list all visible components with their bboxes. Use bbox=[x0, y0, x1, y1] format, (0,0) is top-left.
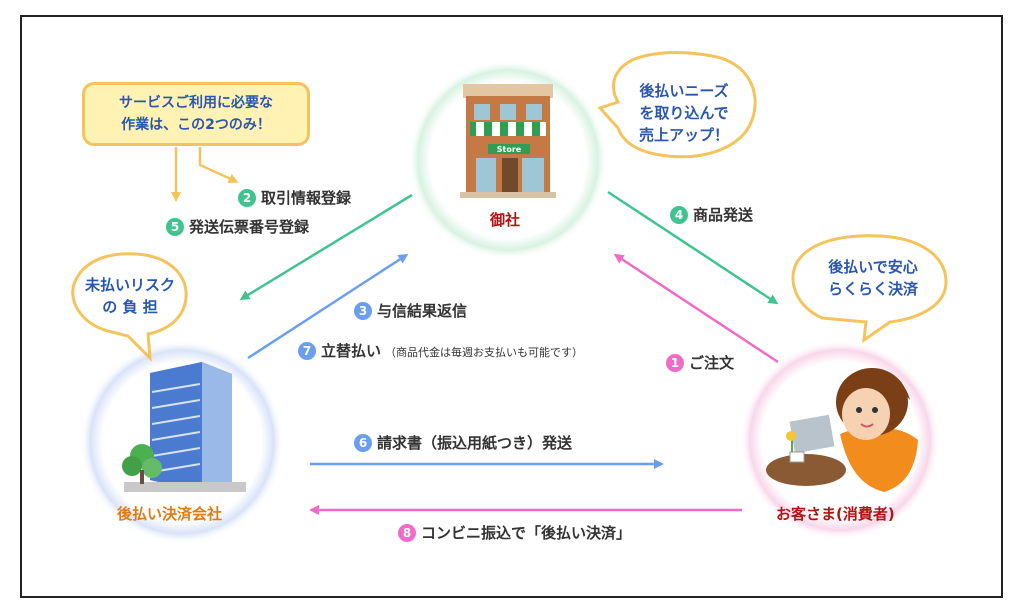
step-3-label: 3 与信結果返信 bbox=[354, 300, 467, 321]
note-line2: 作業は、この2つのみ！ bbox=[121, 117, 271, 133]
woman-at-laptop-icon bbox=[766, 368, 918, 492]
merchant-bubble-line2: を取り込んで bbox=[639, 104, 729, 122]
customer-bubble-text: 後払いで安心 らくらく決済 bbox=[818, 256, 928, 300]
merchant-bubble-text: 後払いニーズ を取り込んで 売上アップ！ bbox=[634, 80, 734, 146]
step-6-number: 6 bbox=[354, 434, 372, 452]
step-6-label: 6 請求書（振込用紙つき）発送 bbox=[354, 432, 572, 453]
step-1-number: 1 bbox=[666, 354, 684, 372]
step-4-number: 4 bbox=[670, 206, 688, 224]
step-3-number: 3 bbox=[354, 302, 372, 320]
payment-bubble-line2: の 負 担 bbox=[102, 298, 158, 316]
step-5-number: 5 bbox=[166, 218, 184, 236]
step-5-text: 発送伝票番号登録 bbox=[189, 218, 310, 236]
step-7-note: （商品代金は毎週お支払いも可能です） bbox=[385, 346, 584, 359]
arrow-trade-registration bbox=[239, 193, 413, 301]
note-line1: サービスご利用に必要な bbox=[119, 95, 273, 111]
arrow-credit-result bbox=[247, 253, 409, 360]
step-4-text: 商品発送 bbox=[693, 206, 754, 224]
payment-company-label: 後払い決済会社 bbox=[117, 505, 223, 523]
step-7-label: 7 立替払い（商品代金は毎週お支払いも可能です） bbox=[298, 340, 583, 361]
merchant-bubble-line3: 売上アップ！ bbox=[638, 126, 729, 144]
arrow-order bbox=[613, 253, 779, 364]
customer-label: お客さま(消費者) bbox=[776, 505, 895, 523]
merchant-bubble bbox=[597, 51, 757, 159]
customer-bubble bbox=[791, 234, 948, 344]
step-2-text: 取引情報登録 bbox=[261, 189, 352, 207]
store-icon bbox=[460, 84, 556, 198]
step-8-label: 8 コンビニ振込で「後払い決済」 bbox=[398, 522, 631, 543]
step-2-number: 2 bbox=[238, 189, 256, 207]
step-5-label: 5 発送伝票番号登録 bbox=[166, 216, 309, 237]
merchant-label: 御社 bbox=[490, 211, 521, 229]
step-4-label: 4 商品発送 bbox=[670, 204, 753, 225]
arrow-ship-goods bbox=[607, 190, 779, 305]
step-2-label: 2 取引情報登録 bbox=[238, 187, 351, 208]
customer-bubble-line2: らくらく決済 bbox=[827, 280, 918, 298]
payment-bubble-line1: 未払いリスク bbox=[84, 276, 175, 294]
step-1-label: 1 ご注文 bbox=[666, 352, 734, 373]
customer-bubble-line1: 後払いで安心 bbox=[828, 258, 918, 276]
step-7-number: 7 bbox=[298, 342, 316, 360]
step-1-text: ご注文 bbox=[689, 354, 735, 372]
step-7-text: 立替払い bbox=[321, 342, 382, 360]
office-building-icon bbox=[122, 362, 246, 492]
step-8-text: コンビニ振込で「後払い決済」 bbox=[421, 524, 632, 542]
store-sign: Store bbox=[497, 145, 522, 154]
requirement-note: サービスご利用に必要な 作業は、この2つのみ！ bbox=[82, 82, 310, 146]
note-arrow-right bbox=[198, 147, 239, 184]
step-3-text: 与信結果返信 bbox=[377, 302, 468, 320]
step-6-text: 請求書（振込用紙つき）発送 bbox=[377, 434, 573, 452]
payment-bubble-text: 未払いリスク の 負 担 bbox=[78, 274, 182, 318]
payment-bubble bbox=[71, 252, 188, 362]
merchant-bubble-line1: 後払いニーズ bbox=[639, 82, 729, 100]
step-8-number: 8 bbox=[398, 524, 416, 542]
